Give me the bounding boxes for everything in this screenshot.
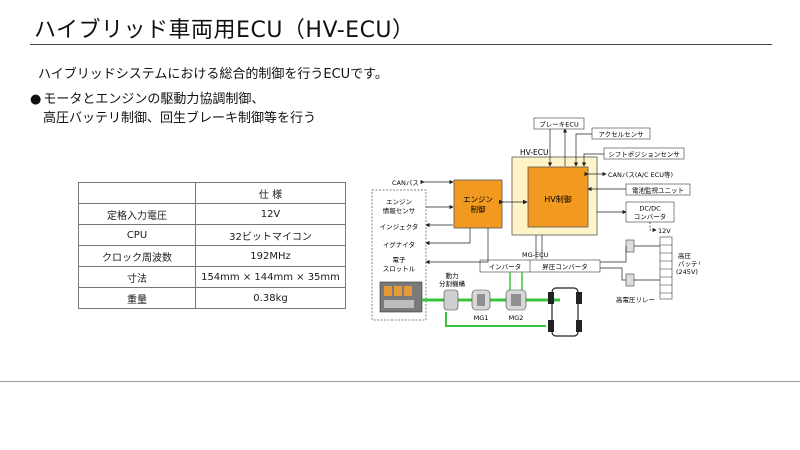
spec-value: 0.38kg — [195, 287, 346, 309]
hv-mg-link — [535, 235, 543, 259]
table-row: クロック周波数 192MHz — [78, 245, 346, 267]
page-title: ハイブリッド車両用ECU（HV-ECU） — [34, 18, 415, 43]
spec-value: 32ビットマイコン — [195, 224, 346, 246]
hv-battery-icon — [659, 236, 673, 300]
v12-link — [649, 222, 657, 233]
bullet-text: ●モータとエンジンの駆動力協調制御、 高圧バッテリ制御、回生ブレーキ制御等を行う — [30, 90, 316, 128]
table-row: 定格入力電圧 12V — [78, 203, 346, 225]
accel-sensor-label: アクセルセンサ — [598, 131, 643, 139]
vehicle-chassis-icon — [548, 287, 582, 337]
mg-ecu-box — [479, 259, 601, 273]
spec-label: クロック周波数 — [78, 245, 196, 267]
spec-value: 154mm × 144mm × 35mm — [195, 266, 346, 288]
throttle-label-2: スロットル — [383, 265, 416, 273]
dcdc-label-1: DC/DC — [639, 205, 661, 213]
table-row: 重量 0.38kg — [78, 287, 346, 309]
mg2-label: MG2 — [509, 314, 524, 322]
title-divider — [30, 44, 772, 45]
spec-header-label: 仕 様 — [195, 182, 346, 204]
boost-converter-label: 昇圧コンバータ — [542, 262, 588, 271]
igniter-link — [425, 228, 471, 246]
throttle-link — [425, 228, 489, 265]
spec-value: 192MHz — [195, 245, 346, 267]
lead-text: ハイブリッドシステムにおける総合的制御を行うECUです。 — [38, 67, 388, 82]
power-split-gear-icon — [443, 289, 459, 311]
table-row: CPU 32ビットマイコン — [78, 224, 346, 246]
throttle-label-1: 電子 — [393, 256, 407, 264]
spec-header-row: 仕 様 — [78, 182, 346, 204]
mg2-motor-icon — [505, 289, 527, 311]
engine-control-label-2: 制御 — [471, 204, 486, 214]
hv-battery-label-1: 高圧 — [678, 251, 692, 260]
footer-divider — [0, 381, 800, 382]
accel-sensor-box — [591, 127, 651, 140]
mg-ecu-label: MG-ECU — [522, 251, 549, 259]
inverter-label: インバータ — [489, 262, 522, 271]
can-left-label: CANバス — [392, 179, 419, 187]
hv-battery-label-3: (245V) — [676, 268, 698, 276]
injector-label: インジェクタ — [380, 222, 419, 231]
bullet-line-1: モータとエンジンの駆動力協調制御、 — [43, 92, 265, 107]
spec-value: 12V — [195, 203, 346, 225]
engine-sensor-label-2: 情報センサ — [383, 206, 416, 215]
spec-label: CPU — [78, 224, 196, 246]
power-line-mg1 — [445, 312, 546, 327]
hv-control-box — [527, 166, 589, 228]
igniter-label: イグナイタ — [383, 240, 415, 249]
dcdc-label-2: コンバータ — [634, 212, 667, 221]
table-row: 寸法 154mm × 144mm × 35mm — [78, 266, 346, 288]
hv-control-label: HV制御 — [544, 194, 572, 204]
can-ac-label: CANバス(A/C ECU等) — [608, 170, 673, 179]
engine-sensor-label-1: エンジン — [386, 198, 412, 206]
relay-lower-icon — [625, 273, 635, 287]
spec-label: 寸法 — [78, 266, 196, 288]
battery-monitor-box — [625, 183, 691, 196]
power-line-mg2 — [509, 272, 523, 290]
bullet-line-2: 高圧バッテリ制御、回生ブレーキ制御等を行う — [43, 111, 317, 126]
engine-icon — [379, 281, 423, 313]
power-split-label-2: 分割機構 — [439, 279, 466, 288]
shift-link — [581, 153, 604, 167]
mg1-motor-icon — [471, 289, 491, 311]
spec-table: 仕 様 定格入力電圧 12V CPU 32ビットマイコン クロック周波数 192… — [78, 182, 346, 309]
system-diagram: HV-ECU HV制御 エンジン 制御 ブレーキECU アクセルセンサ シフトポ… — [371, 117, 700, 337]
accel-link — [573, 133, 592, 167]
v12-label: 12V — [658, 227, 671, 235]
relay-wiring — [600, 245, 660, 281]
relay-upper-icon — [625, 239, 635, 253]
hv-relay-label: 高電圧リレー — [616, 295, 655, 304]
engine-control-label-1: エンジン — [463, 195, 493, 204]
hv-ecu-group-label: HV-ECU — [520, 148, 549, 157]
mg1-label: MG1 — [474, 314, 489, 322]
spec-header-blank — [78, 182, 196, 204]
shift-sensor-box — [603, 147, 685, 160]
hv-battery-label-2: バッテリ — [678, 260, 700, 268]
power-split-label-1: 動力 — [446, 271, 459, 280]
spec-label: 重量 — [78, 287, 196, 309]
shift-sensor-label: シフトポジションセンサ — [608, 151, 680, 159]
battery-monitor-label: 電池監視ユニット — [632, 186, 684, 195]
bullet-dot: ● — [30, 92, 42, 107]
spec-label: 定格入力電圧 — [78, 203, 196, 225]
brake-ecu-box — [533, 117, 585, 130]
engine-control-box — [453, 179, 503, 229]
engine-devices-group — [371, 189, 427, 321]
brake-ecu-label: ブレーキECU — [539, 120, 579, 129]
